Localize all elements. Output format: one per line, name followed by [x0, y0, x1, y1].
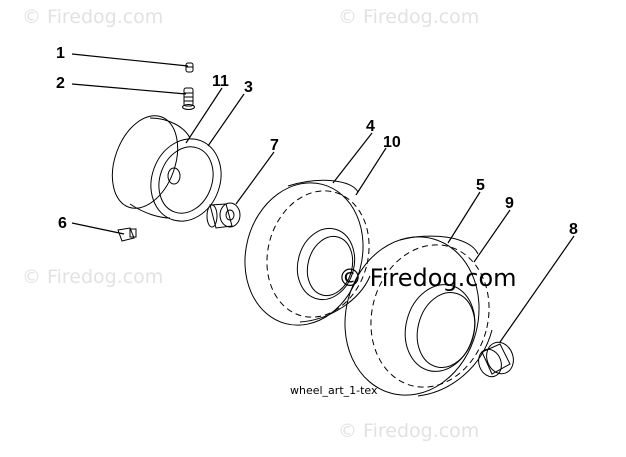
callout-6: 6 [58, 215, 67, 232]
watermark-top-left: © Firedog.com [22, 6, 164, 28]
part-8-cap [478, 341, 514, 378]
part-6-grease-fitting [117, 227, 137, 242]
callout-3: 3 [244, 79, 253, 96]
leader-9 [473, 209, 511, 263]
watermark-bottom-left: © Firedog.com [22, 266, 164, 288]
part-rim [111, 115, 222, 222]
leader-lines [71, 53, 575, 343]
leader-1 [71, 53, 189, 67]
watermark-center: © Firedog.com [338, 264, 517, 292]
watermark-top-right: © Firedog.com [338, 6, 480, 28]
part-4-tire [244, 179, 371, 326]
leader-6 [71, 222, 125, 235]
part-1-nut [185, 62, 194, 73]
leader-2 [71, 83, 187, 95]
leader-3 [207, 93, 245, 147]
part-7-bushing [206, 202, 241, 229]
callout-9: 9 [505, 195, 514, 212]
callout-11: 11 [212, 73, 229, 90]
leader-7 [235, 151, 275, 205]
callout-4: 4 [366, 118, 375, 135]
callout-5: 5 [476, 177, 485, 194]
watermark-bottom-right: © Firedog.com [338, 420, 480, 442]
callout-2: 2 [56, 75, 65, 92]
part-5-tire [344, 235, 493, 397]
leader-10 [355, 147, 387, 196]
callout-1: 1 [56, 45, 65, 62]
leader-4 [332, 132, 373, 184]
callout-10: 10 [383, 134, 401, 151]
leader-5 [447, 191, 481, 244]
leader-8 [499, 235, 575, 343]
diagram-caption: wheel_art_1-tex [290, 384, 378, 397]
leader-11 [185, 87, 223, 144]
part-2-valve-stem [182, 87, 195, 110]
callout-8: 8 [569, 221, 578, 238]
callout-7: 7 [270, 137, 279, 154]
